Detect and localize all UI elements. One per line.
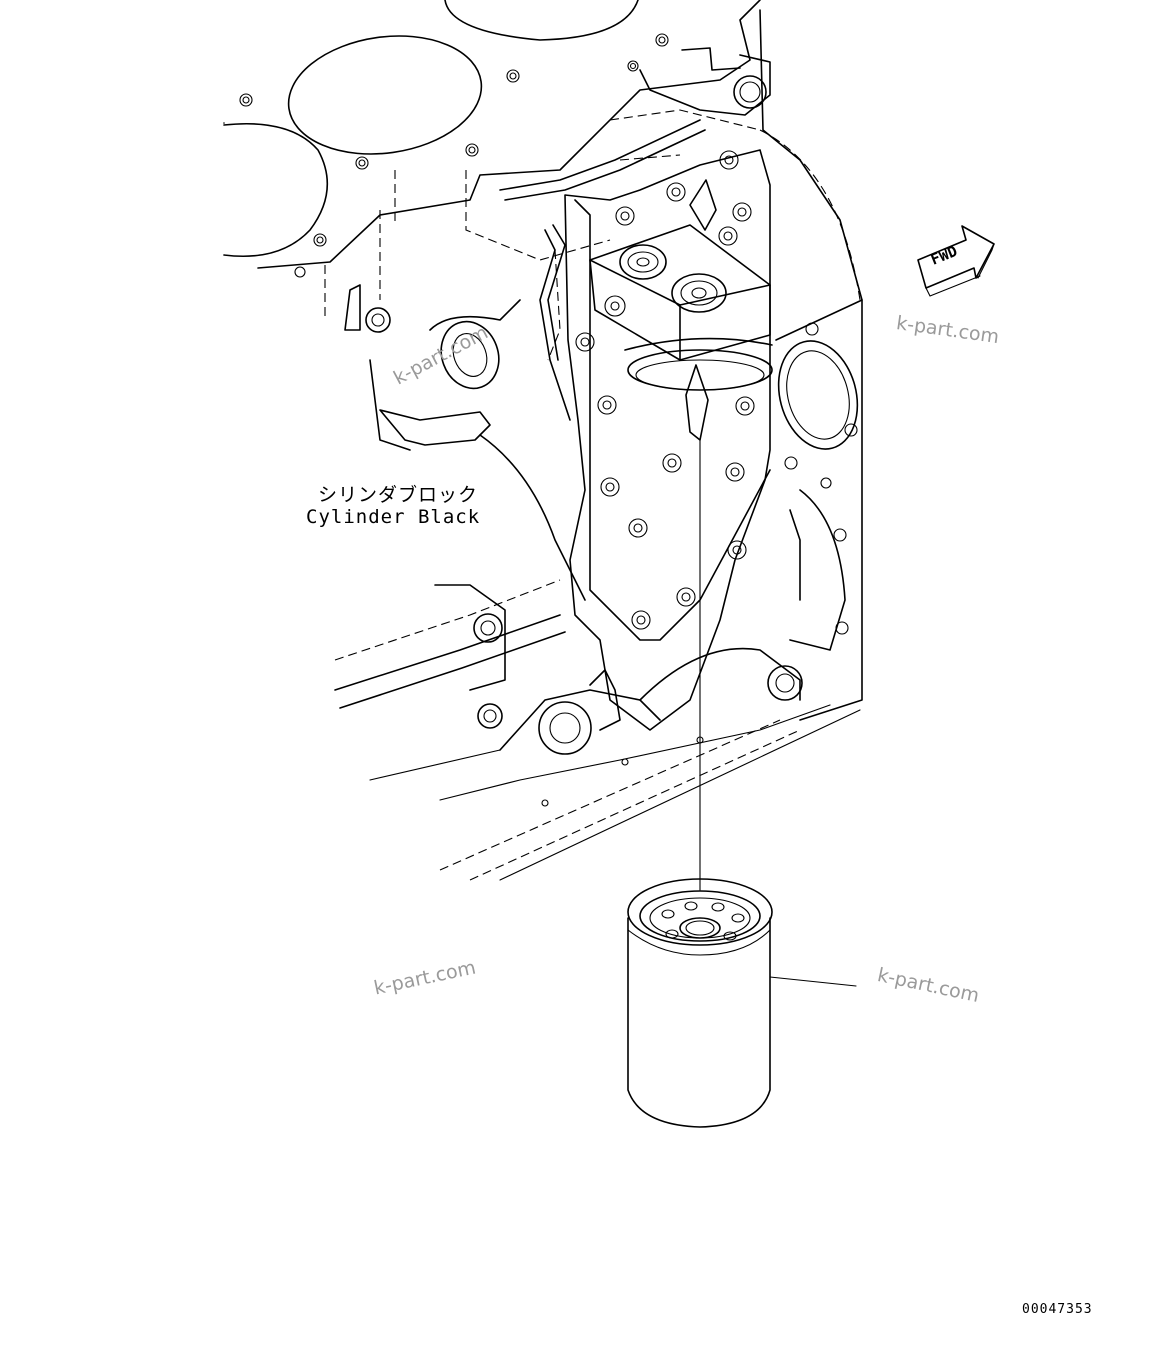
part-label-jp: シリンダブロック (318, 484, 479, 506)
plate-bolts (575, 150, 755, 630)
filter-head-assembly (499, 119, 773, 731)
drawing-number: 00047353 (1022, 1302, 1093, 1317)
filter-cartridge-drawing[interactable] (627, 878, 773, 1128)
fwd-arrow-icon (917, 225, 995, 297)
cylinder-block-drawing (223, 0, 863, 881)
leader-lines (699, 439, 857, 987)
part-label-en: Cylinder Black (306, 506, 481, 528)
